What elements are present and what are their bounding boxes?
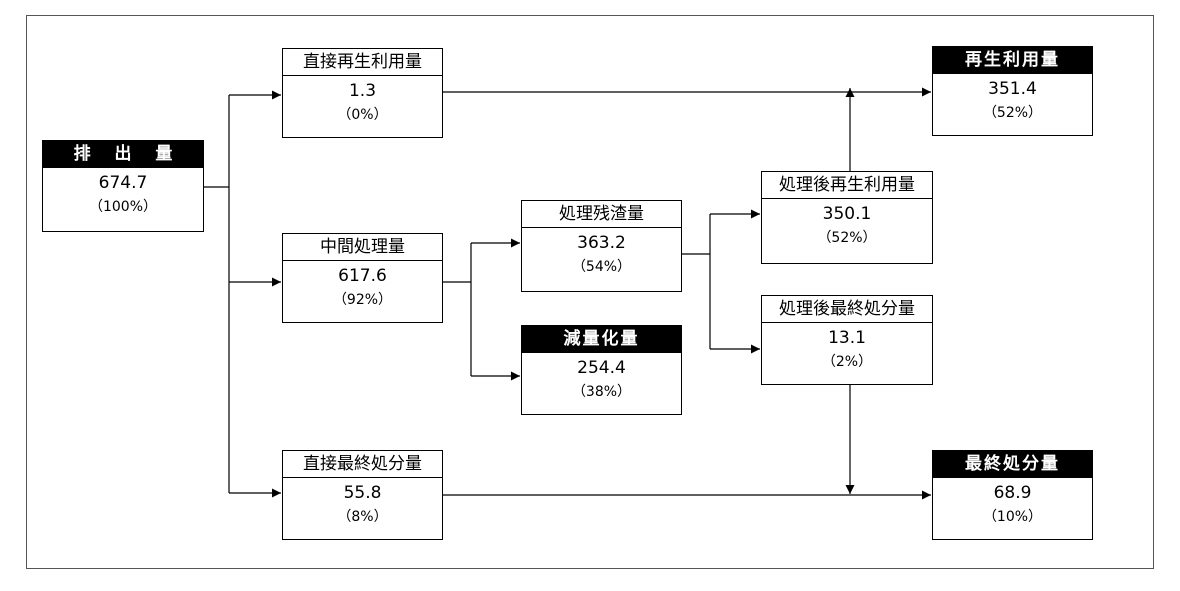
node-intermediate-label: 中間処理量: [283, 234, 442, 261]
node-direct-final-label: 直接最終処分量: [283, 451, 442, 478]
node-post-recycle-label: 処理後再生利用量: [762, 172, 932, 199]
node-residue-percent: （54%）: [571, 259, 632, 275]
node-residue-label: 処理残渣量: [522, 201, 681, 228]
node-direct-recycle-value: 1.3: [348, 81, 377, 101]
node-reduction: 減量化量 254.4 （38%）: [521, 325, 682, 415]
node-direct-final: 直接最終処分量 55.8 （8%）: [282, 450, 443, 540]
node-reduction-value: 254.4: [577, 358, 626, 378]
node-residue-value: 363.2: [577, 233, 626, 253]
node-final-total-percent: （10%）: [982, 509, 1043, 525]
node-post-recycle-value: 350.1: [822, 204, 872, 224]
node-post-final-value: 13.1: [828, 328, 866, 348]
node-direct-recycle-label: 直接再生利用量: [283, 49, 442, 76]
node-final-total-value: 68.9: [993, 483, 1032, 503]
node-direct-recycle: 直接再生利用量 1.3 （0%）: [282, 48, 443, 138]
node-recycle-total-value: 351.4: [988, 79, 1037, 99]
node-post-final: 処理後最終処分量 13.1 （2%）: [761, 295, 933, 385]
node-direct-final-value: 55.8: [343, 483, 382, 503]
node-direct-final-percent: （8%）: [337, 509, 388, 525]
node-recycle-total-label: 再生利用量: [933, 47, 1092, 74]
node-intermediate-value: 617.6: [338, 266, 387, 286]
node-residue: 処理残渣量 363.2 （54%）: [521, 200, 682, 292]
diagram-frame: [26, 15, 1154, 569]
node-post-recycle: 処理後再生利用量 350.1 （52%）: [761, 171, 933, 264]
node-intermediate: 中間処理量 617.6 （92%）: [282, 233, 443, 323]
node-reduction-percent: （38%）: [571, 384, 632, 400]
node-reduction-label: 減量化量: [522, 326, 681, 353]
node-emission-percent: （100%）: [88, 199, 158, 215]
node-recycle-total: 再生利用量 351.4 （52%）: [932, 46, 1093, 136]
node-final-total-label: 最終処分量: [933, 451, 1092, 478]
node-emission-label: 排 出 量: [43, 141, 203, 168]
node-post-recycle-percent: （52%）: [817, 230, 877, 246]
node-recycle-total-percent: （52%）: [982, 105, 1043, 121]
node-intermediate-percent: （92%）: [332, 292, 393, 308]
node-final-total: 最終処分量 68.9 （10%）: [932, 450, 1093, 540]
node-emission: 排 出 量 674.7 （100%）: [42, 140, 204, 232]
node-emission-value: 674.7: [98, 173, 148, 193]
node-post-final-percent: （2%）: [821, 354, 873, 370]
node-direct-recycle-percent: （0%）: [337, 107, 388, 123]
node-post-final-label: 処理後最終処分量: [762, 296, 932, 323]
